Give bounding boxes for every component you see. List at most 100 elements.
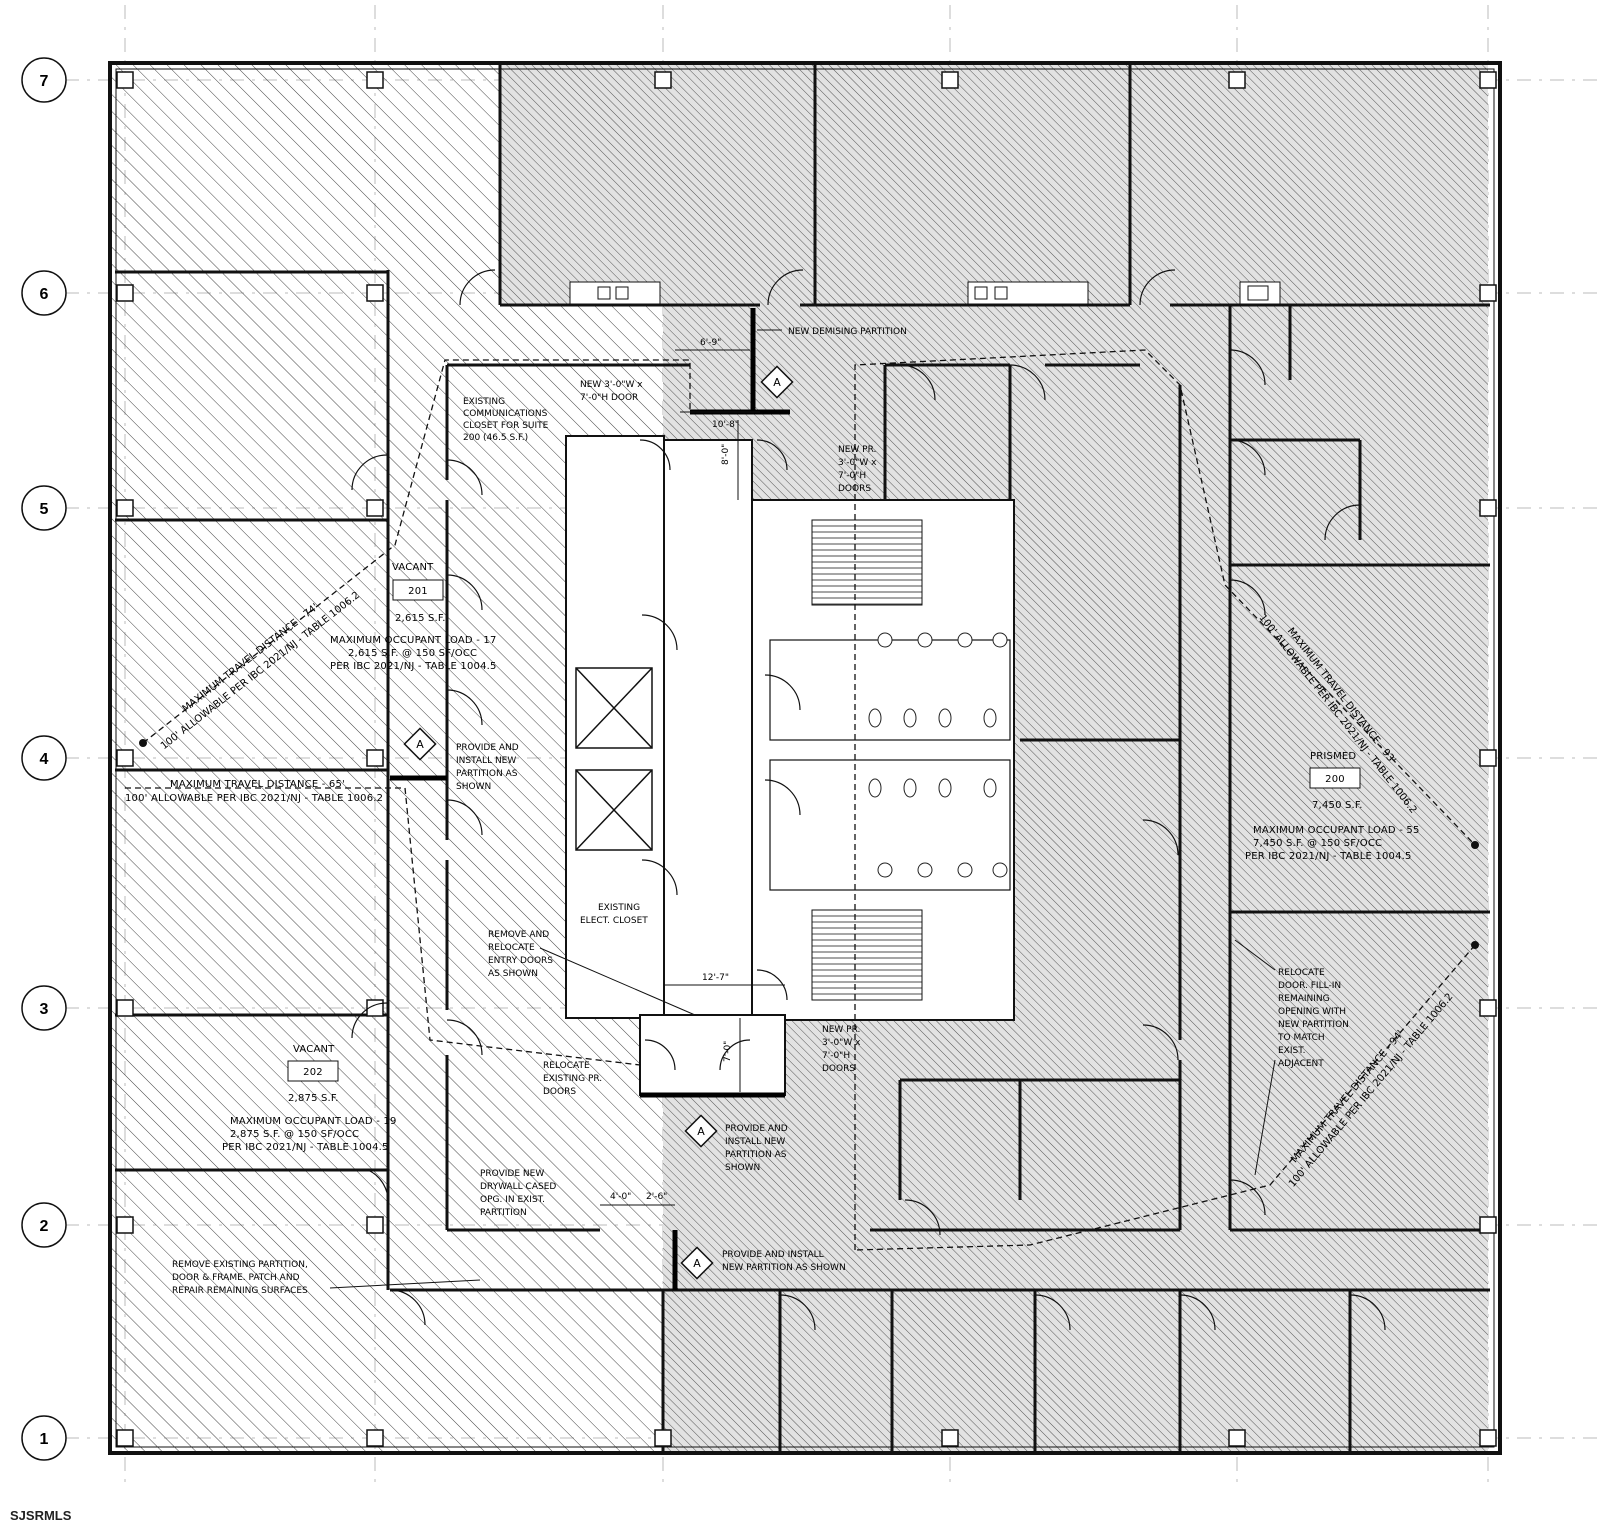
note-line: PROVIDE AND (456, 743, 519, 753)
note-line: ADJACENT (1278, 1059, 1324, 1069)
note-line: DOORS (543, 1087, 576, 1097)
sink-fixture (957, 862, 973, 878)
note-line: ELECT. CLOSET (580, 916, 648, 926)
note-new-pair-doors-top: NEW PR. 3'-0"W x 7'-0"H DOORS (838, 445, 877, 494)
interior-partitions (115, 65, 1490, 1452)
sink-fixture (877, 862, 893, 878)
suite-200-travel-a-line1: MAXIMUM TRAVEL DISTANCE - 93' (1285, 626, 1398, 766)
column (654, 1429, 672, 1447)
note-line: PARTITION AS (456, 769, 518, 779)
note-line: SHOWN (456, 782, 491, 792)
sink-fixture (957, 632, 973, 648)
column (116, 749, 134, 767)
suite-201-occupant-code: PER IBC 2021/NJ - TABLE 1004.5 (330, 661, 497, 672)
column (116, 999, 134, 1017)
suite-201-label: VACANT 201 2,615 S.F. MAXIMUM OCCUPANT L… (330, 562, 497, 672)
note-line: DRYWALL CASED (480, 1182, 556, 1192)
suite-200-area (500, 65, 1488, 1452)
note-line: DOORS (838, 484, 871, 494)
stair-treads (812, 525, 922, 995)
note-line: RELOCATE (1278, 968, 1325, 978)
suite-202-occupant-load: MAXIMUM OCCUPANT LOAD - 19 (230, 1116, 397, 1127)
suite-200-status: PRISMED (1310, 751, 1356, 762)
note-new-door: NEW 3'-0"W x 7'-0"H DOOR (580, 380, 643, 403)
toilet-fixture (903, 778, 917, 798)
sink-fixture (917, 862, 933, 878)
dimension-label: 8'-0" (721, 444, 731, 465)
sink-fixture (917, 632, 933, 648)
keynote-tag-label: A (773, 376, 781, 389)
equipment-units (569, 281, 1281, 305)
column (941, 1429, 959, 1447)
column (116, 1216, 134, 1234)
note-line: PROVIDE AND (725, 1124, 788, 1134)
column (1479, 1429, 1497, 1447)
suite-202-travel-line2: 100' ALLOWABLE PER IBC 2021/NJ - TABLE 1… (125, 793, 383, 804)
suite-200-occupant-code: PER IBC 2021/NJ - TABLE 1004.5 (1245, 851, 1412, 862)
column (116, 71, 134, 89)
column (941, 71, 959, 89)
suite-202-label: VACANT 202 2,875 S.F. MAXIMUM OCCUPANT L… (222, 1044, 397, 1153)
column (1479, 1216, 1497, 1234)
note-line: RELOCATE (488, 943, 535, 953)
door-swings (351, 269, 1386, 1331)
sink-fixture (877, 632, 893, 648)
column (1228, 1429, 1246, 1447)
grid-row-label: 7 (40, 73, 49, 90)
note-line: PROVIDE AND INSTALL (722, 1250, 824, 1260)
sink-fixture (992, 862, 1008, 878)
suite-201-number: 201 (408, 586, 428, 597)
watermark: SJSRMLS (10, 1508, 72, 1523)
toilet-fixture (868, 708, 882, 728)
note-existing-comm-closet: EXISTING COMMUNICATIONS CLOSET FOR SUITE… (463, 397, 549, 443)
stairs (811, 519, 923, 1001)
note-line: REMAINING (1278, 994, 1330, 1004)
note-line: SHOWN (725, 1163, 760, 1173)
column (116, 499, 134, 517)
note-line: TO MATCH (1277, 1033, 1325, 1043)
suite-201-area: 2,615 S.F. (395, 613, 446, 624)
column (366, 1429, 384, 1447)
keynote-tags (403, 365, 794, 1280)
suite-201-occupant-load: MAXIMUM OCCUPANT LOAD - 17 (330, 635, 497, 646)
note-existing-elect-closet: EXISTING ELECT. CLOSET (580, 903, 648, 926)
note-line: OPG. IN EXIST. (480, 1195, 545, 1205)
note-line: INSTALL NEW (725, 1137, 785, 1147)
column (1479, 71, 1497, 89)
note-line: CLOSET FOR SUITE (463, 421, 549, 431)
column (654, 71, 672, 89)
note-line: NEW PR. (822, 1025, 860, 1035)
note-line: NEW PARTITION AS SHOWN (722, 1263, 846, 1273)
dimension-label: 12'-7" (702, 973, 729, 983)
note-provide-partition-south: PROVIDE AND INSTALL NEW PARTITION AS SHO… (725, 1124, 788, 1173)
grid-row-bubbles (21, 57, 67, 1461)
note-remove-existing-partition: REMOVE EXISTING PARTITION, DOOR & FRAME.… (172, 1260, 481, 1296)
suite-200-label: PRISMED 200 7,450 S.F. MAXIMUM OCCUPANT … (1245, 751, 1419, 862)
suite-202-number: 202 (303, 1067, 323, 1078)
column (1479, 284, 1497, 302)
suite-200-area: 7,450 S.F. (1312, 800, 1363, 811)
suite-202-occupant-calc: 2,875 S.F. @ 150 SF/OCC (230, 1129, 359, 1140)
note-line: EXISTING (598, 903, 640, 913)
note-line: INSTALL NEW (456, 756, 516, 766)
note-provide-partition-southeast: PROVIDE AND INSTALL NEW PARTITION AS SHO… (722, 1250, 846, 1273)
column (1479, 999, 1497, 1017)
note-line: EXISTING PR. (543, 1074, 602, 1084)
note-line: REMOVE EXISTING PARTITION, (172, 1260, 308, 1270)
grid-row-label: 6 (40, 286, 49, 303)
dimension-label: 10'-8" (712, 420, 739, 430)
note-line: 7'-0"H DOOR (580, 393, 638, 403)
sink-fixture (992, 632, 1008, 648)
note-line: NEW PR. (838, 445, 876, 455)
keynote-tag-label: A (693, 1257, 701, 1270)
suite-202-travel-line1: MAXIMUM TRAVEL DISTANCE - 65' (170, 779, 345, 790)
dimension-label: 6'-9" (700, 338, 721, 348)
suite-202-occupant-code: PER IBC 2021/NJ - TABLE 1004.5 (222, 1142, 389, 1153)
elevators (575, 667, 653, 851)
note-line: PARTITION (480, 1208, 527, 1218)
suite-200-occupant-calc: 7,450 S.F. @ 150 SF/OCC (1253, 838, 1382, 849)
toilet-fixture (903, 708, 917, 728)
note-line: COMMUNICATIONS (463, 409, 548, 419)
